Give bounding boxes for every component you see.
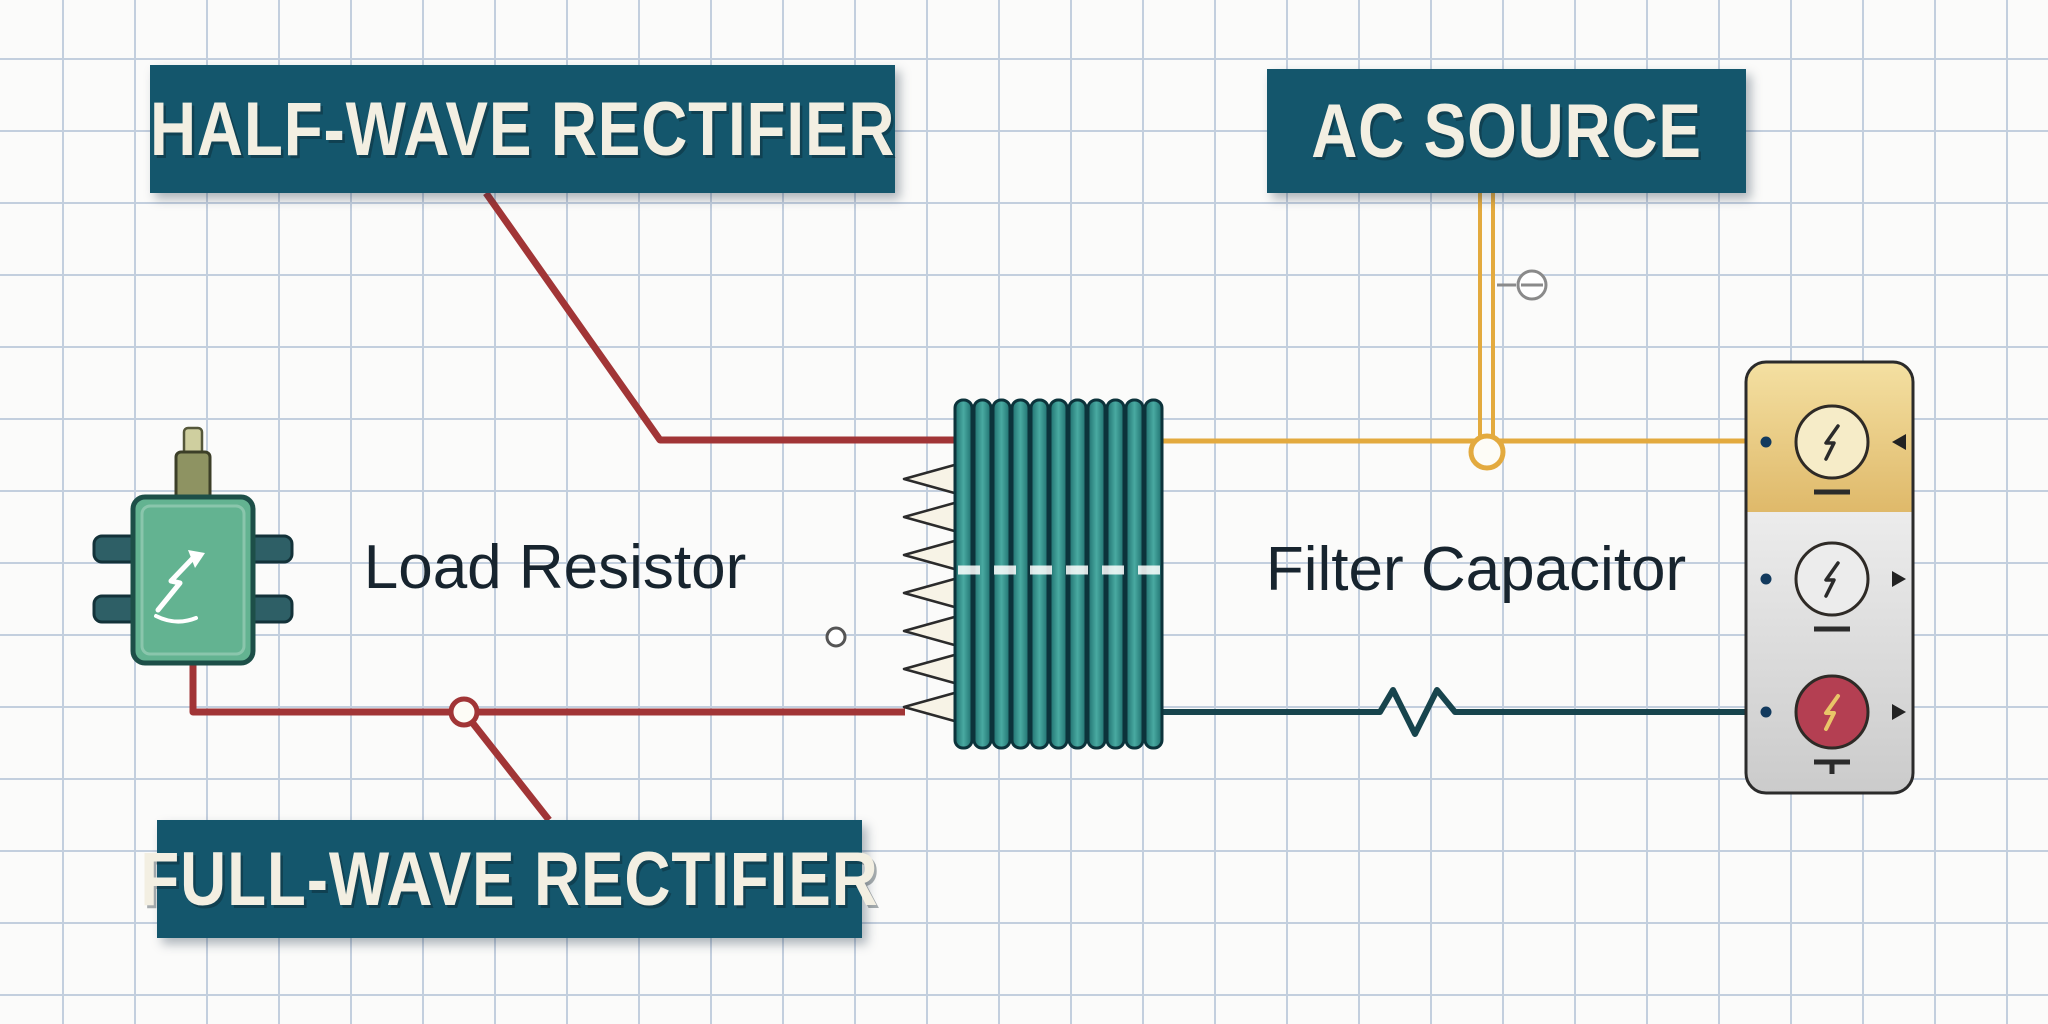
label-ac-source: AC SOURCE bbox=[1267, 69, 1746, 193]
full-wave-red-wire bbox=[189, 660, 905, 823]
half-wave-red-wire bbox=[483, 190, 958, 444]
full-wave-label-text: FULL-WAVE RECTIFIER bbox=[140, 836, 879, 922]
ac-source-gold-wire bbox=[1162, 193, 1746, 471]
junction-node-icon bbox=[448, 696, 480, 728]
small-node-icon bbox=[825, 626, 847, 648]
dot-icon bbox=[1760, 706, 1772, 718]
dot-icon bbox=[1760, 573, 1772, 585]
arrow-icon bbox=[1892, 571, 1906, 587]
lightning-meter-icon bbox=[1760, 404, 1906, 495]
transistor-component-icon bbox=[92, 426, 294, 666]
filter-teal-wire bbox=[1162, 687, 1746, 737]
indicator-panel bbox=[1744, 360, 1915, 795]
transformer-coil-icon bbox=[953, 398, 1164, 750]
label-half-wave-rectifier: HALF-WAVE RECTIFIER bbox=[150, 65, 895, 193]
lightning-meter-icon bbox=[1760, 541, 1906, 632]
label-full-wave-rectifier: FULL-WAVE RECTIFIER bbox=[140, 820, 878, 938]
zigzag-arrow-icon bbox=[154, 550, 205, 624]
circled-dash-source-icon bbox=[1497, 269, 1548, 301]
dot-icon bbox=[1760, 436, 1772, 448]
coil-fins-icon bbox=[902, 462, 960, 724]
half-wave-label-text: HALF-WAVE RECTIFIER bbox=[149, 86, 896, 172]
ac-source-label-text: AC SOURCE bbox=[1311, 88, 1702, 174]
load-resistor-label: Load Resistor bbox=[363, 533, 747, 602]
filter-capacitor-label: Filter Capacitor bbox=[1265, 535, 1687, 604]
lightning-meter-icon bbox=[1760, 674, 1906, 774]
gold-node-icon bbox=[1468, 433, 1506, 471]
arrow-icon bbox=[1892, 434, 1906, 450]
arrow-icon bbox=[1892, 704, 1906, 720]
